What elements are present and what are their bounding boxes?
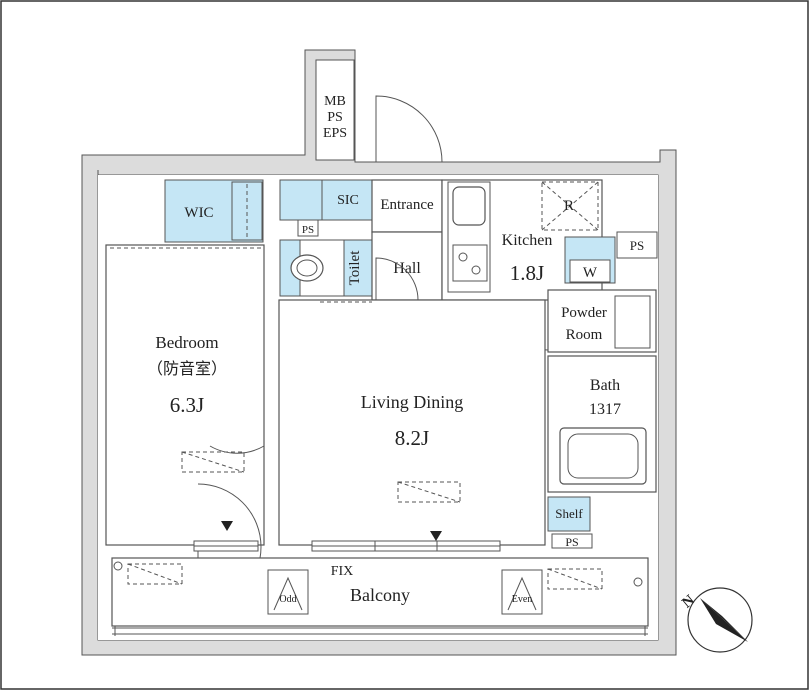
bedroom-entry-arrow-icon [221, 521, 233, 531]
shelf-label: Shelf [555, 506, 583, 521]
powder-label-1: Powder [561, 305, 607, 321]
bedroom-size: 6.3J [170, 393, 204, 417]
living-ceiling-unit [397, 481, 461, 503]
bedroom-label: Bedroom [155, 333, 218, 352]
ps-kitchen-label: PS [630, 238, 644, 253]
bathtub [559, 427, 647, 485]
sic-inner [321, 179, 373, 221]
mb-ps-eps-shaft [315, 59, 355, 161]
powder-label-2: Room [566, 327, 603, 343]
bath-label: Bath [590, 377, 620, 394]
toilet-label: Toilet [347, 250, 363, 286]
shelf-box [547, 496, 591, 532]
ps-bath-box [551, 533, 593, 549]
compass: N [679, 587, 753, 653]
sic-label: SIC [337, 193, 359, 208]
kitchen-size: 1.8J [510, 261, 544, 285]
entrance-room [371, 179, 443, 233]
ps-toilet-box [297, 219, 319, 237]
mb-label: MB [324, 94, 346, 109]
ps-kitchen-box [616, 231, 658, 259]
balcony-ac-right [547, 568, 603, 590]
fix-label: FIX [331, 564, 354, 579]
balcony-label: Balcony [350, 585, 410, 605]
even-hatch [501, 569, 543, 615]
bedroom-room [105, 244, 265, 546]
bedroom-door [209, 392, 265, 454]
fridge-label: R [564, 198, 574, 214]
living-room [278, 299, 546, 546]
fridge-space [541, 181, 599, 231]
vanity [614, 295, 651, 349]
bedroom-note: （防音室） [147, 360, 227, 378]
living-label: Living Dining [361, 392, 464, 412]
wic-room [164, 179, 264, 243]
ps-shaft-label: PS [327, 110, 343, 125]
hall-room [371, 231, 443, 301]
eps-label: EPS [323, 126, 347, 141]
bedroom-ceiling-unit [181, 451, 245, 473]
toilet-bowl-icon [290, 254, 324, 282]
wic-shelf [231, 181, 263, 241]
sink-icon [452, 186, 486, 226]
odd-hatch [267, 569, 309, 615]
ps-toilet-label: PS [302, 224, 314, 236]
even-label: Even [512, 594, 533, 605]
entrance-label: Entrance [380, 197, 434, 213]
kitchen-label: Kitchen [502, 232, 553, 249]
balcony-ac-left [127, 563, 183, 585]
stove-icon [452, 244, 488, 282]
washer-label: W [583, 265, 598, 281]
hall-door [375, 257, 419, 301]
ps-bath-label: PS [565, 535, 578, 549]
odd-label: Odd [279, 594, 296, 605]
living-entry-arrow-icon [430, 531, 442, 541]
living-size: 8.2J [395, 426, 429, 450]
entry-door [375, 95, 443, 163]
bath-size: 1317 [589, 401, 621, 418]
hall-label: Hall [393, 260, 421, 277]
wic-label: WIC [184, 205, 213, 221]
